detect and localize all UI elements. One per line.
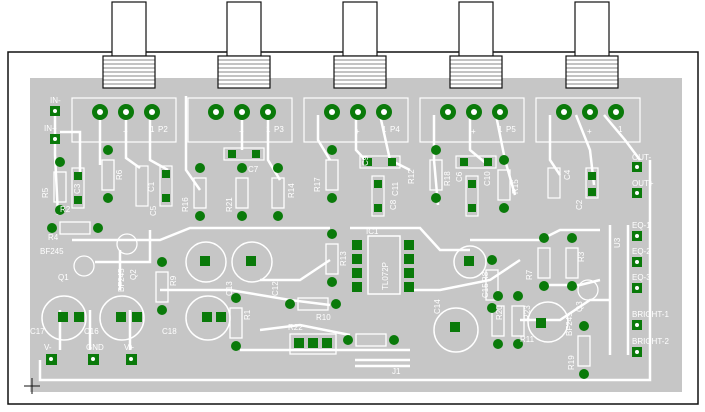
electrolytic-caps — [41, 241, 569, 353]
output-connectors: OUT- OUT+ EQ-1 EQ-2 EQ-3 BRIGHT-1 BRIGHT… — [632, 153, 669, 357]
q2-ref: Q2 — [129, 269, 138, 280]
label-c13: C13 — [225, 281, 234, 296]
label-c15: C15 — [481, 283, 490, 298]
pot-1-label: P2 — [158, 125, 168, 134]
u3-label: U3 — [613, 237, 622, 248]
label-r14: R14 — [287, 183, 296, 198]
label-c16: C16 — [84, 327, 99, 336]
conn-eq1-label: EQ-1 — [632, 221, 651, 230]
label-r10: R10 — [316, 313, 331, 322]
q2-part: BF245 — [117, 268, 126, 292]
label-c18: C18 — [162, 327, 177, 336]
pot-plus-2: + — [239, 127, 244, 136]
label-r4: R4 — [48, 233, 59, 242]
pot-plus-1: + — [123, 127, 128, 136]
label-r23: R23 — [523, 305, 532, 320]
resistor-pads — [47, 145, 589, 379]
conn-in-plus-label: IN+ — [44, 124, 57, 133]
conn-out-minus-label: OUT- — [632, 153, 651, 162]
label-c12: C12 — [271, 281, 280, 296]
q3-ref: Q3 — [575, 301, 584, 312]
label-c1: C1 — [147, 181, 156, 192]
label-c6: C6 — [455, 171, 464, 182]
pot-pads — [92, 104, 624, 120]
label-r7: R7 — [525, 269, 534, 280]
label-r19: R19 — [567, 355, 576, 370]
label-r8: R8 — [481, 271, 490, 282]
ic1-part: TL072P — [381, 262, 390, 290]
pot-2-number: 1 — [266, 125, 271, 134]
label-c17: C17 — [30, 327, 45, 336]
input-connectors: IN- IN+ — [44, 96, 61, 144]
pot-4-label: P5 — [506, 125, 516, 134]
shaft-threads — [103, 59, 618, 85]
pot-1-number: 1 — [150, 125, 155, 134]
transistors: BF245 Q1 BF245 Q2 BF245 Q3 — [40, 233, 599, 336]
q1-ref: Q1 — [58, 273, 69, 282]
label-c14: C14 — [433, 299, 442, 314]
conn-gnd-label: GND — [86, 343, 104, 352]
pot-3-number: 1 — [382, 125, 387, 134]
label-c2: C2 — [575, 199, 584, 210]
label-c5: C5 — [149, 205, 158, 216]
label-c4: C4 — [563, 169, 572, 180]
film-caps — [71, 147, 599, 217]
q3-part: BF245 — [565, 312, 574, 336]
q1-part: BF245 — [40, 247, 64, 256]
pot-5-number: 1 — [618, 125, 623, 134]
conn-eq2-label: EQ-2 — [632, 247, 651, 256]
label-c3: C3 — [73, 183, 82, 194]
label-r12: R12 — [407, 169, 416, 184]
conn-bright2-label: BRIGHT-2 — [632, 337, 669, 346]
ic1-ref: IC1 — [366, 227, 379, 236]
label-r11: R11 — [520, 335, 535, 344]
conn-out-plus-label: OUT+ — [632, 179, 654, 188]
conn-in-minus-label: IN- — [50, 96, 61, 105]
j1-label: J1 — [392, 367, 401, 376]
conn-bright1-label: BRIGHT-1 — [632, 310, 669, 319]
label-r3: R3 — [577, 251, 586, 262]
label-r6: R6 — [115, 169, 124, 180]
label-c7: C7 — [248, 165, 259, 174]
label-r5: R5 — [41, 187, 50, 198]
conn-vminus-label: V- — [44, 343, 52, 352]
pot-2-label: P3 — [274, 125, 284, 134]
conn-eq3-label: EQ-3 — [632, 273, 651, 282]
pot-markings: + + + + + 1 P2 1 P3 1 P4 1 P5 1 — [123, 125, 623, 136]
r22-label: R22 — [288, 323, 303, 332]
label-r21: R21 — [225, 197, 234, 212]
pot-plus-3: + — [355, 127, 360, 136]
conn-vplus-label: V+ — [124, 343, 134, 352]
pot-3-label: P4 — [390, 125, 400, 134]
label-c8: C8 — [389, 199, 398, 210]
label-r16: R16 — [181, 197, 190, 212]
label-r9: R9 — [169, 275, 178, 286]
label-c10: C10 — [483, 171, 492, 186]
ic1-tl072: IC1 TL072P — [352, 227, 414, 295]
label-r1: R1 — [243, 309, 252, 320]
label-c11: C11 — [391, 181, 400, 196]
label-r2: R2 — [60, 205, 71, 214]
label-r20: R20 — [495, 305, 504, 320]
component-labels: R5 R6 R4 R16 R21 R14 R17 R13 R10 R18 R15… — [30, 155, 586, 370]
pot-4-number: 1 — [498, 125, 503, 134]
label-r13: R13 — [339, 251, 348, 266]
pot-plus-5: + — [587, 127, 592, 136]
resistor-bodies — [53, 159, 591, 367]
label-c9: C9 — [361, 155, 370, 166]
label-r15: R15 — [511, 179, 520, 194]
label-r18: R18 — [443, 171, 452, 186]
supply-connectors: V- GND V+ — [44, 343, 137, 365]
origin-crosshair — [24, 378, 40, 394]
trimmer-r22 — [289, 333, 337, 355]
label-r17: R17 — [313, 177, 322, 192]
pot-plus-4: + — [471, 127, 476, 136]
electrolytic-cap-pads — [58, 256, 546, 332]
